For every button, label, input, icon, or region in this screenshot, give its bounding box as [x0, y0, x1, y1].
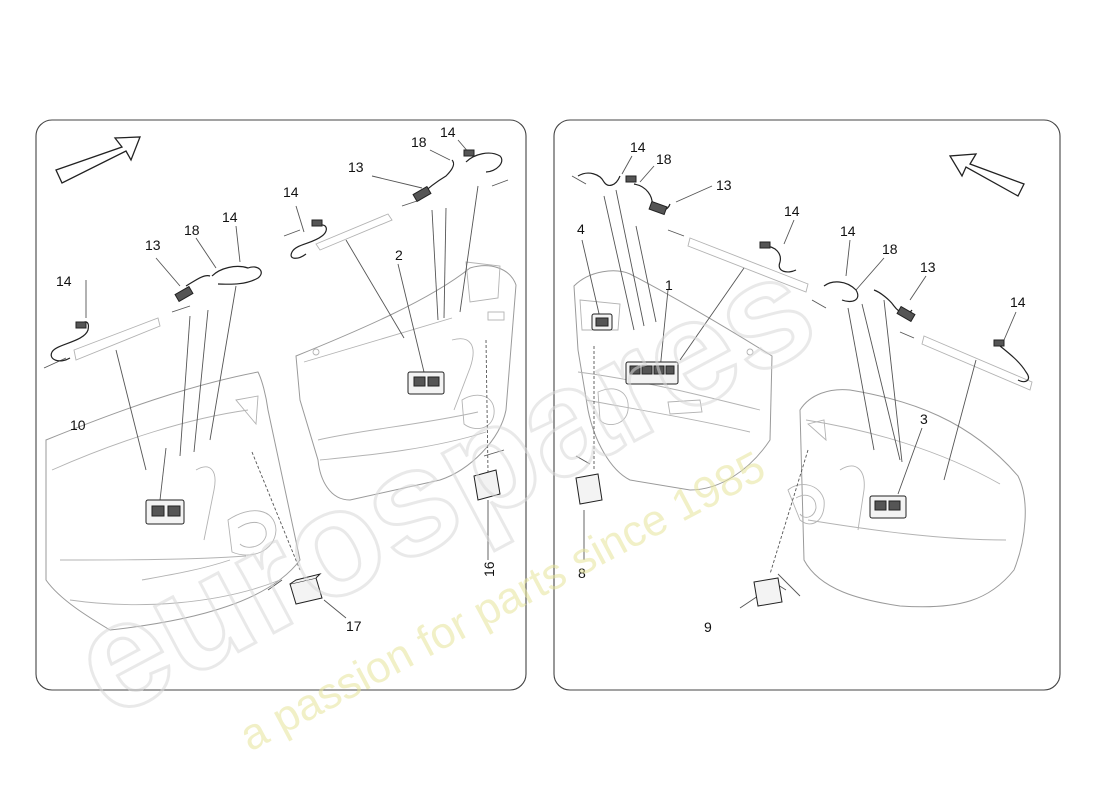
callout-14: 14	[1010, 294, 1026, 310]
callout-16: 16	[481, 561, 497, 577]
left-panel: 14 13 18 14 14 13 18 14 10 2 16 17	[35, 119, 527, 691]
connector-icon	[75, 321, 87, 329]
rear-door-left	[45, 371, 301, 631]
callout-14: 14	[222, 209, 238, 225]
control-module-9	[753, 577, 783, 607]
callout-13: 13	[145, 237, 161, 253]
wiring-harness	[211, 265, 262, 285]
callout-1: 1	[665, 277, 673, 293]
connector-icon	[463, 149, 475, 157]
callout-18: 18	[882, 241, 898, 257]
callout-9: 9	[704, 619, 712, 635]
callout-18: 18	[411, 134, 427, 150]
wiring-harness	[465, 152, 503, 173]
control-module-16	[473, 469, 501, 501]
callout-3: 3	[920, 411, 928, 427]
callout-14: 14	[840, 223, 856, 239]
trim-strip	[921, 335, 1033, 391]
connector-icon	[174, 285, 194, 303]
wiring-harness	[290, 224, 327, 259]
trim-strip	[315, 213, 393, 251]
callout-2: 2	[395, 247, 403, 263]
callout-13: 13	[348, 159, 364, 175]
front-door-right	[573, 270, 773, 491]
window-switch-2	[407, 371, 445, 395]
wiring-harness	[999, 345, 1030, 383]
connector-icon	[993, 339, 1005, 347]
callout-17: 17	[346, 618, 362, 634]
callout-10: 10	[70, 417, 86, 433]
trim-strip	[73, 317, 161, 361]
wiring-harness	[823, 281, 859, 303]
callout-14: 14	[630, 139, 646, 155]
connector-icon	[625, 175, 637, 183]
connector-icon	[896, 305, 916, 323]
callout-13: 13	[716, 177, 732, 193]
window-switch-10	[145, 499, 185, 525]
wiring-harness	[577, 172, 621, 186]
callout-18: 18	[184, 222, 200, 238]
control-module-8	[575, 473, 603, 505]
wiring-harness	[763, 245, 797, 273]
callout-4: 4	[577, 221, 585, 237]
callout-18: 18	[656, 151, 672, 167]
callout-14: 14	[56, 273, 72, 289]
window-switch-4	[591, 313, 613, 331]
direction-arrow-icon	[55, 136, 141, 184]
callout-13: 13	[920, 259, 936, 275]
callout-14: 14	[283, 184, 299, 200]
control-module-17	[289, 573, 323, 605]
front-door-left	[295, 261, 517, 501]
callout-14: 14	[784, 203, 800, 219]
callout-8: 8	[578, 565, 586, 581]
master-window-switch-1	[625, 361, 679, 385]
right-panel-frame	[553, 119, 1061, 691]
connector-icon	[759, 241, 771, 249]
left-panel-frame	[35, 119, 527, 691]
connector-icon	[648, 200, 668, 216]
connector-icon	[412, 185, 432, 203]
right-panel: 14 18 13 14 14 18 13 14 4 1 3 8 9	[553, 119, 1061, 691]
window-switch-3	[869, 495, 907, 519]
rear-door-right	[787, 389, 1026, 608]
callout-14: 14	[440, 124, 456, 140]
connector-icon	[311, 219, 323, 227]
wiring-harness	[185, 275, 211, 287]
trim-strip	[687, 237, 809, 293]
direction-arrow-icon	[948, 153, 1025, 197]
